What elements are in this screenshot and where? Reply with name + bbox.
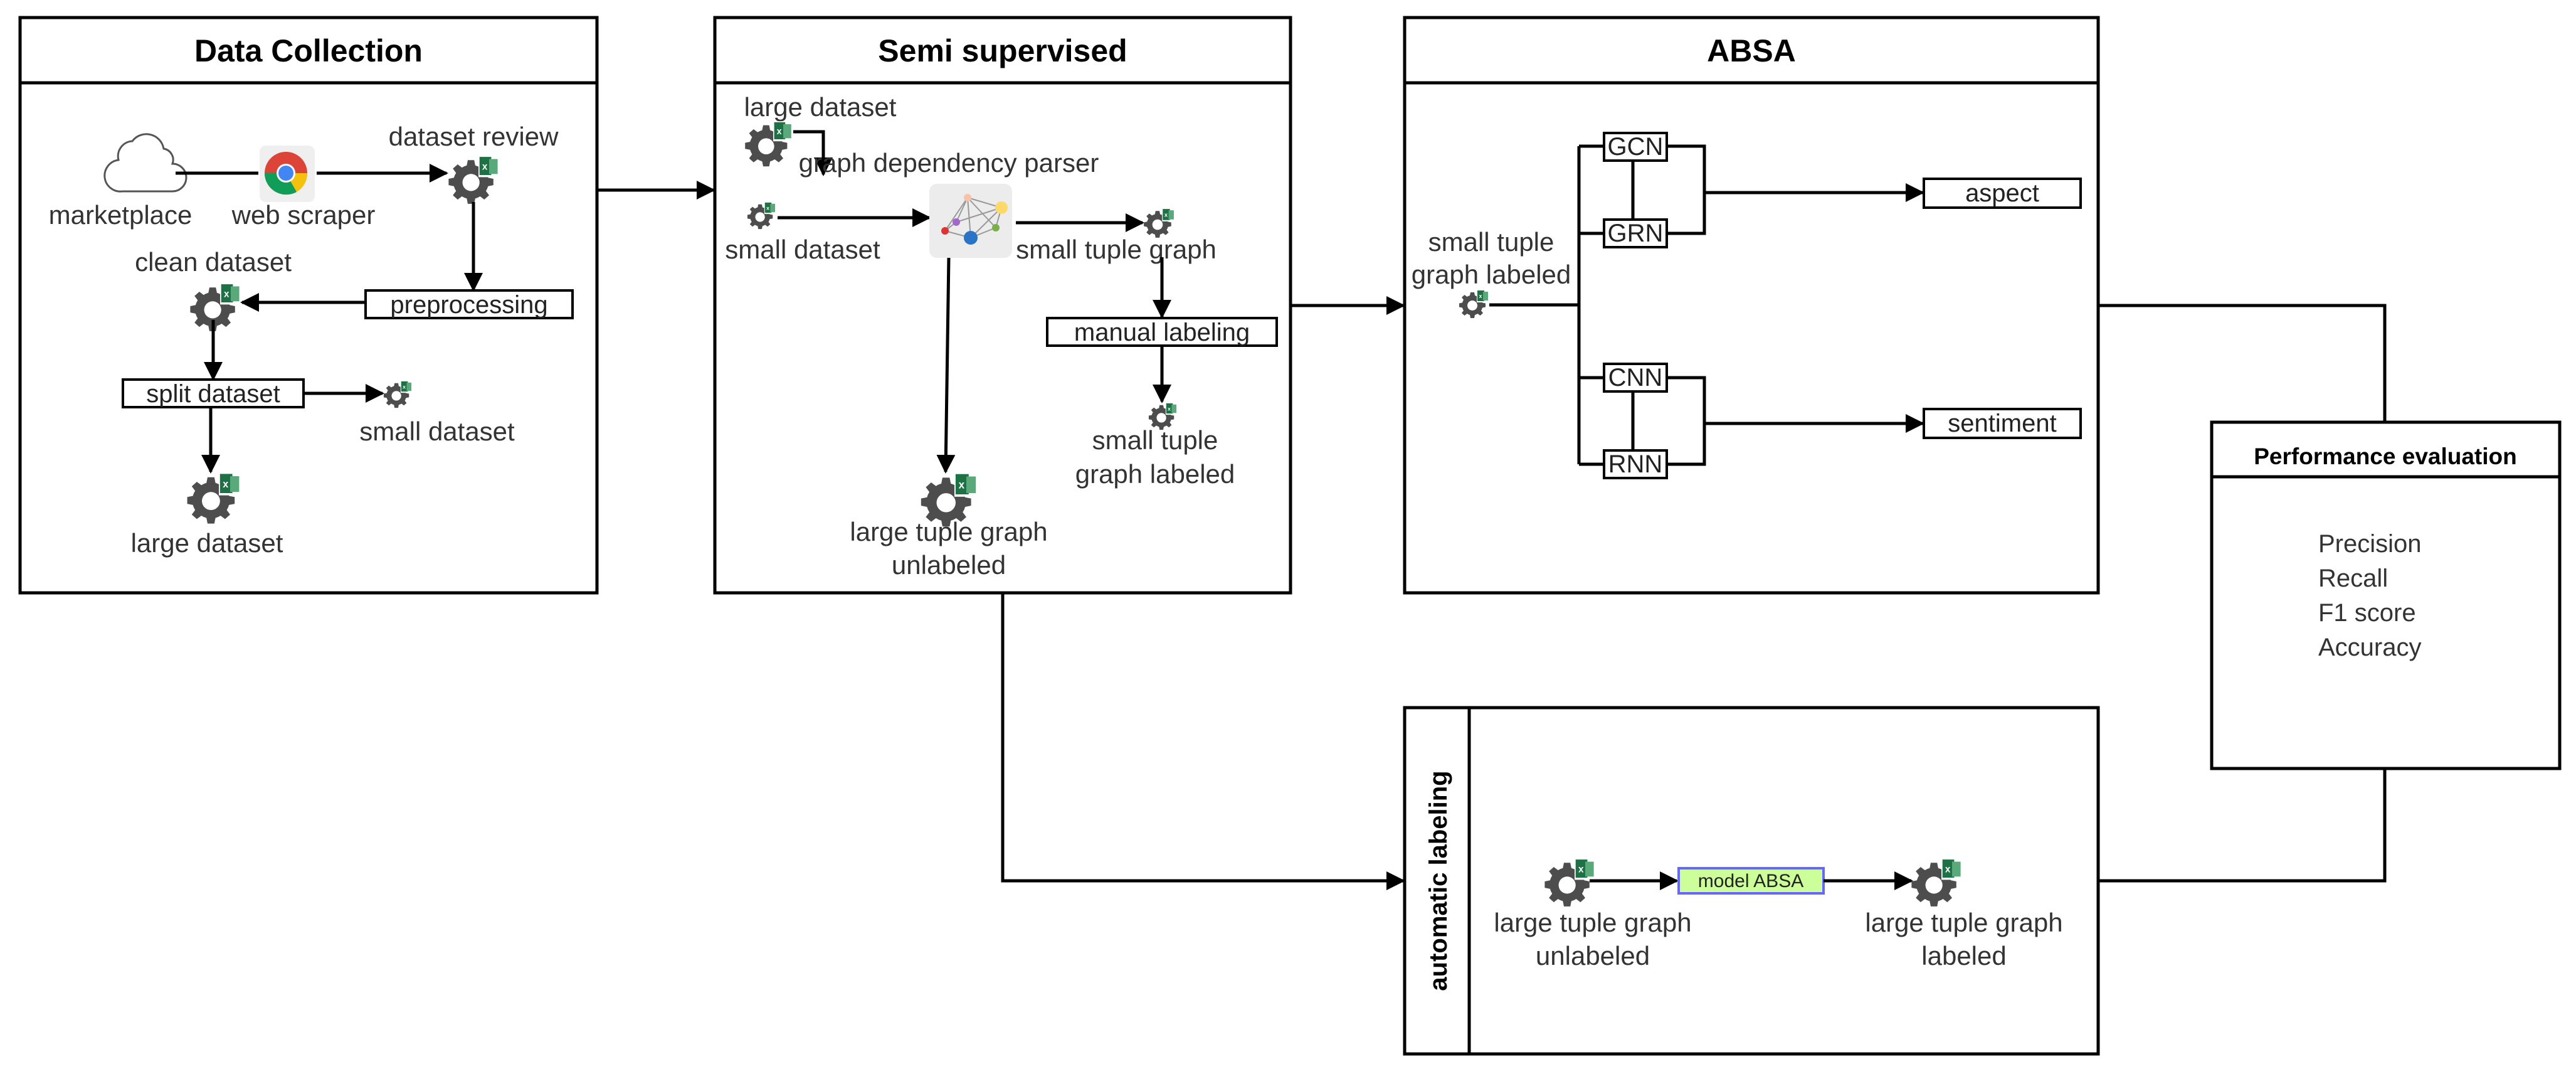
small-tuple-labeled-label-1: small tuple bbox=[1092, 425, 1218, 455]
marketplace-label: marketplace bbox=[49, 200, 193, 230]
small-tuple-graph-label: small tuple graph bbox=[1016, 235, 1217, 264]
absa-input-label-1: small tuple bbox=[1428, 227, 1555, 257]
preprocessing-box bbox=[364, 289, 574, 319]
semi-supervised-panel: Semi supervised large dataset graph depe… bbox=[713, 16, 1292, 595]
semi-supervised-title: Semi supervised bbox=[878, 33, 1127, 68]
connector bbox=[1667, 144, 1706, 235]
data-collection-panel: Data Collection marketplace web scraper … bbox=[18, 16, 599, 595]
web-scraper-label: web scraper bbox=[231, 200, 376, 230]
arrow-semi-to-autolabel bbox=[1001, 593, 1405, 890]
connector bbox=[1667, 376, 1706, 466]
dataset-review-label: dataset review bbox=[389, 122, 559, 151]
absa-title: ABSA bbox=[1707, 33, 1796, 68]
graph-parser-label: graph dependency parser bbox=[799, 148, 1099, 178]
model-label-cnn: CNN bbox=[1608, 364, 1663, 391]
model-box-gcn bbox=[1603, 132, 1668, 162]
manual-labeling-label: manual labeling bbox=[1074, 319, 1250, 346]
sentiment-box bbox=[1923, 408, 2082, 439]
metric-f1: F1 score bbox=[2318, 599, 2416, 627]
chrome-icon bbox=[260, 146, 315, 202]
automatic-labeling-title: automatic labeling bbox=[1425, 770, 1452, 991]
large-tuple-unlabeled-label-1: large tuple graph bbox=[850, 517, 1047, 546]
automatic-labeling-panel: automatic labeling large tuple graph unl… bbox=[1403, 706, 2100, 1056]
graph-parser-icon bbox=[929, 184, 1012, 258]
model-absa-box bbox=[1677, 867, 1825, 895]
model-box-grn bbox=[1603, 218, 1668, 248]
small-dataset-label: small dataset bbox=[725, 235, 880, 264]
small-dataset-label: small dataset bbox=[359, 417, 515, 446]
performance-title: Performance evaluation bbox=[2254, 444, 2516, 469]
model-label-gcn: GCN bbox=[1608, 133, 1664, 161]
auto-input-label-1: large tuple graph bbox=[1494, 908, 1691, 937]
model-label-rnn: RNN bbox=[1608, 450, 1663, 478]
absa-panel: ABSA small tuple graph labeled GCN GRN a… bbox=[1403, 16, 2100, 595]
data-collection-title: Data Collection bbox=[194, 33, 423, 68]
metric-precision: Precision bbox=[2318, 530, 2422, 558]
small-tuple-labeled-label-2: graph labeled bbox=[1075, 459, 1235, 489]
large-dataset-label: large dataset bbox=[131, 528, 283, 558]
split-dataset-box bbox=[122, 378, 305, 408]
aspect-label: aspect bbox=[1965, 179, 2039, 207]
arrow bbox=[936, 257, 956, 474]
model-absa-label: model ABSA bbox=[1698, 871, 1803, 891]
semi-supervised-box bbox=[713, 16, 1292, 595]
auto-output-label-2: labeled bbox=[1921, 941, 2006, 971]
aspect-box bbox=[1923, 178, 2082, 209]
model-label-grn: GRN bbox=[1608, 220, 1664, 247]
performance-panel: Performance evaluation Precision Recall … bbox=[2210, 420, 2562, 770]
metric-accuracy: Accuracy bbox=[2318, 634, 2422, 661]
absa-input-label-2: graph labeled bbox=[1412, 260, 1571, 289]
split-dataset-label: split dataset bbox=[146, 380, 280, 408]
performance-box bbox=[2210, 420, 2562, 770]
model-box-cnn bbox=[1603, 363, 1668, 393]
preprocessing-label: preprocessing bbox=[390, 291, 547, 319]
large-dataset-label: large dataset bbox=[744, 92, 897, 122]
cloud-icon bbox=[103, 133, 187, 193]
metric-recall: Recall bbox=[2318, 565, 2388, 592]
sentiment-label: sentiment bbox=[1948, 410, 2056, 437]
large-tuple-unlabeled-label-2: unlabeled bbox=[892, 550, 1006, 580]
arrow bbox=[793, 130, 833, 176]
clean-dataset-label: clean dataset bbox=[135, 247, 292, 277]
auto-output-label-1: large tuple graph bbox=[1865, 908, 2062, 937]
connector-autolabel-to-perf bbox=[2098, 769, 2387, 883]
auto-input-label-2: unlabeled bbox=[1536, 941, 1650, 971]
connector-absa-to-perf bbox=[2098, 304, 2387, 422]
